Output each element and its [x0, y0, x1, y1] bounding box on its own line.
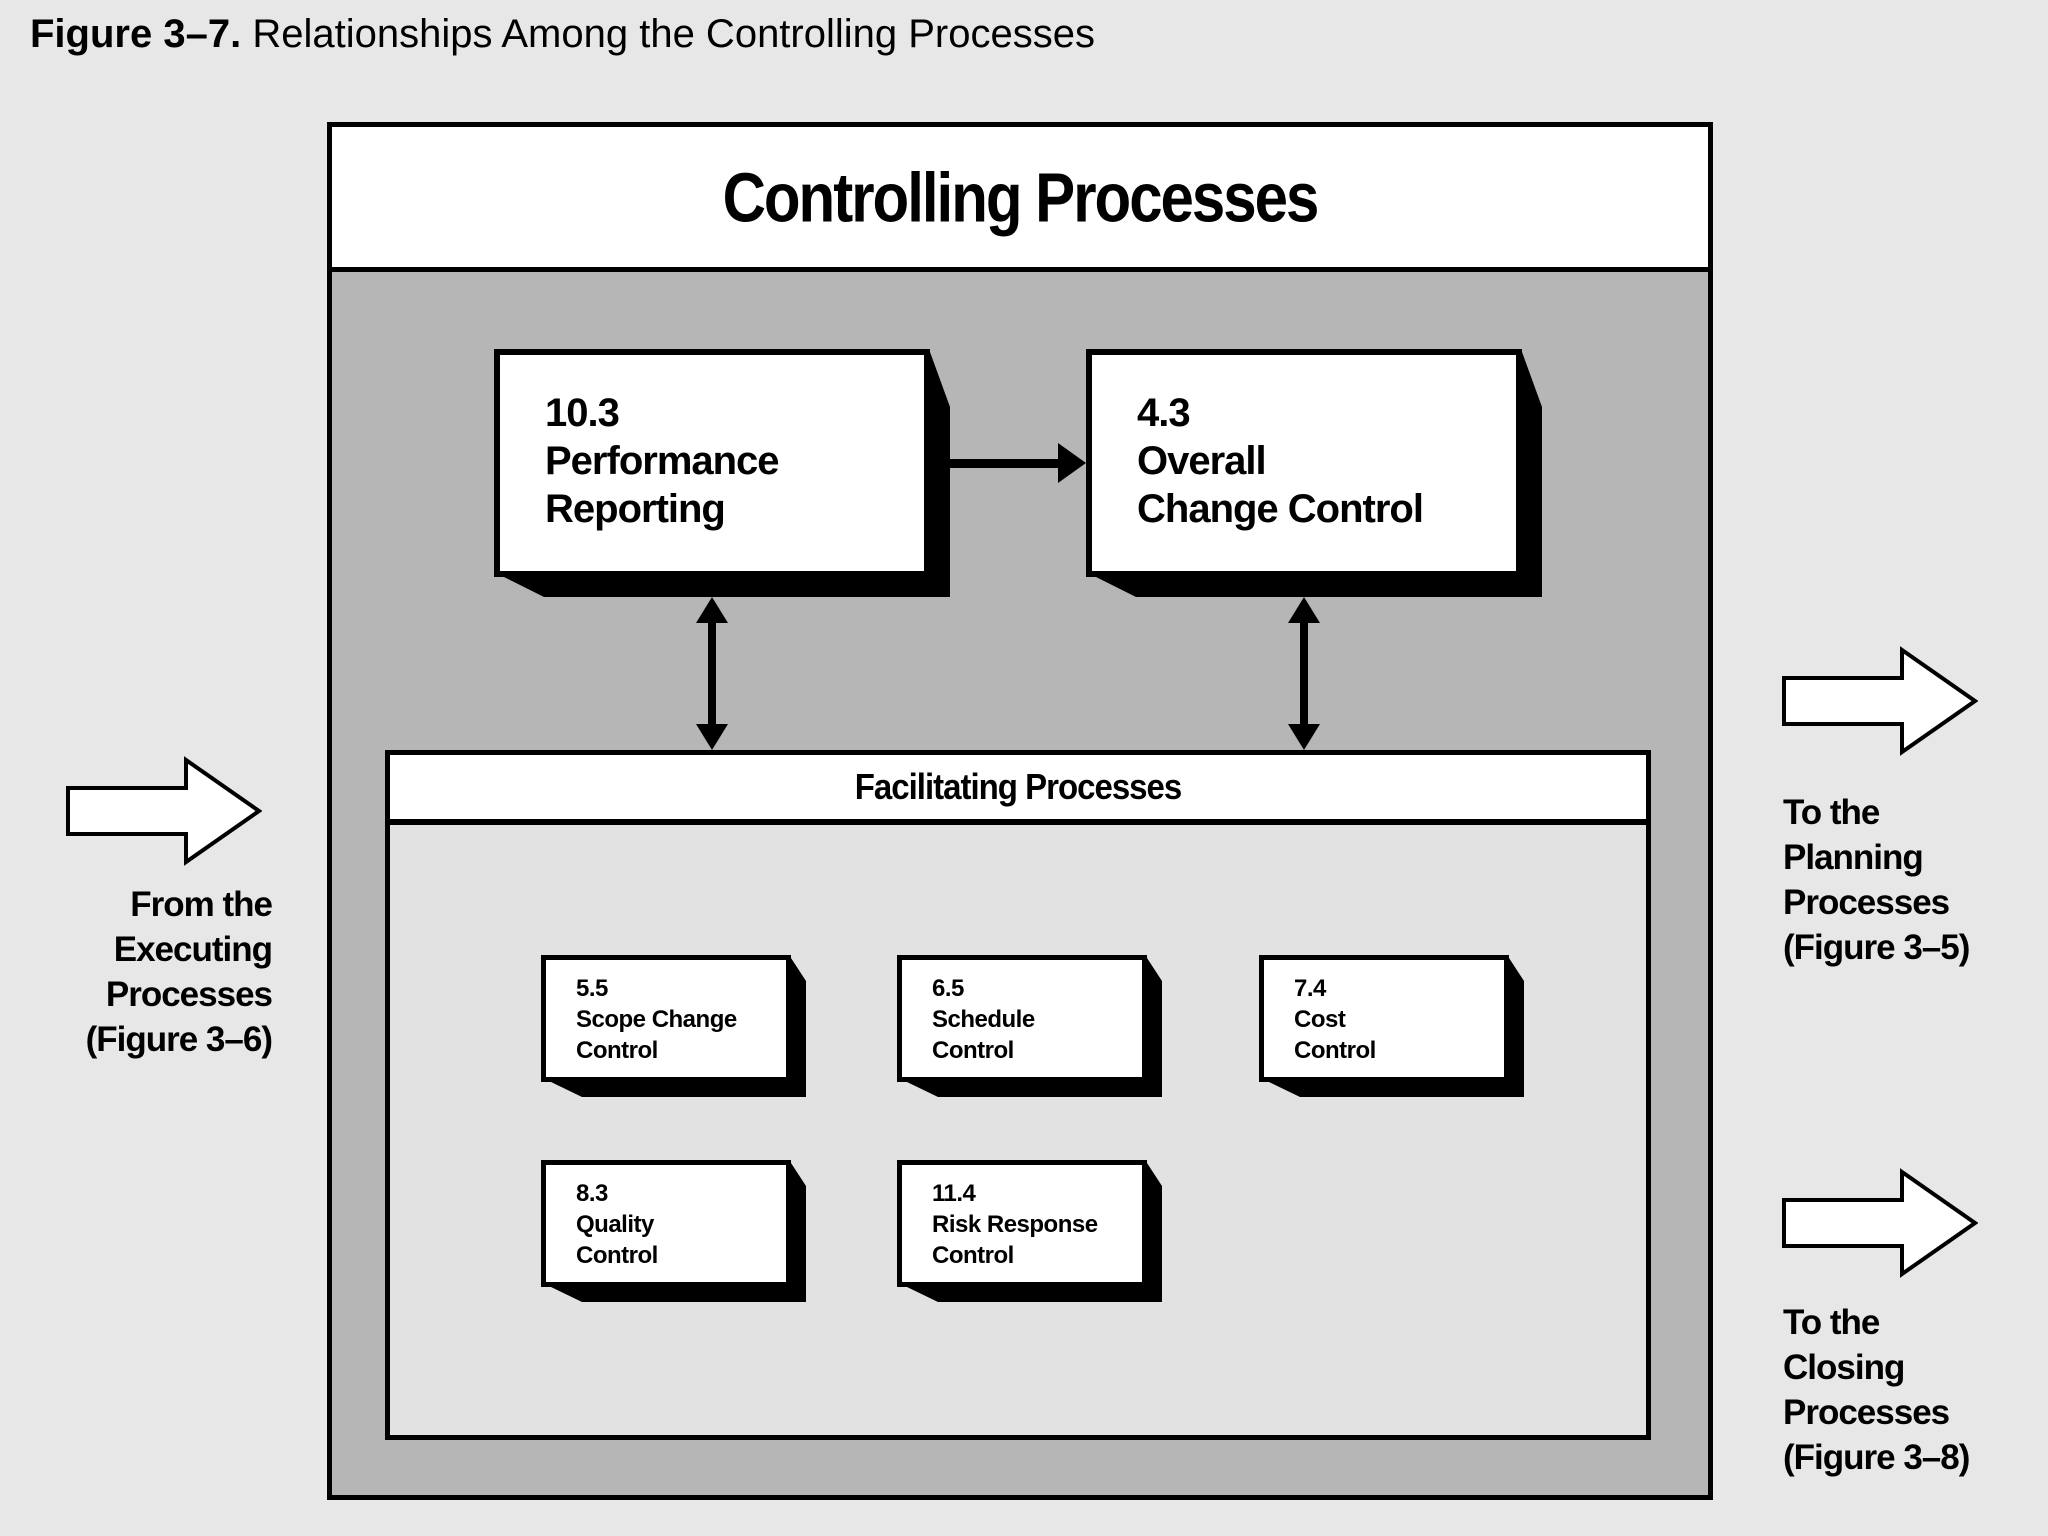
- process-name-line: Schedule: [932, 1006, 1035, 1033]
- to-planning-arrow-icon: [1782, 646, 1978, 756]
- process-name-line: Control: [932, 1242, 1014, 1269]
- to-planning-label: To the Planning Processes (Figure 3–5): [1783, 793, 1970, 967]
- process-name-line: Overall: [1137, 439, 1267, 483]
- double-arrow-change-facilitating-icon: [1288, 597, 1320, 750]
- process-name-line: Cost: [1294, 1006, 1346, 1033]
- process-number: 6.5: [932, 975, 964, 1002]
- figure-caption-text: Relationships Among the Controlling Proc…: [241, 12, 1095, 56]
- process-box-overall-change-control: 4.3 Overall Change Control: [1086, 349, 1522, 577]
- controlling-processes-header: Controlling Processes: [332, 127, 1708, 272]
- facilitating-processes-container: Facilitating Processes 5.5 Scope Change …: [385, 750, 1651, 1440]
- process-box-risk-response-control: 11.4 Risk Response Control: [897, 1160, 1147, 1287]
- process-box-performance-reporting: 10.3 Performance Reporting: [494, 349, 930, 577]
- process-name-line: Control: [932, 1037, 1014, 1064]
- process-box-scope-change-control: 5.5 Scope Change Control: [541, 955, 791, 1082]
- process-name-line: Performance: [545, 439, 780, 483]
- process-number: 11.4: [932, 1180, 976, 1207]
- double-arrow-performance-facilitating-icon: [696, 597, 728, 750]
- process-box-schedule-control: 6.5 Schedule Control: [897, 955, 1147, 1082]
- process-name-line: Risk Response: [932, 1211, 1098, 1238]
- controlling-processes-container: Controlling Processes 10.3 Performance R…: [327, 122, 1713, 1500]
- process-name-line: Quality: [576, 1211, 654, 1238]
- process-box-cost-control: 7.4 Cost Control: [1259, 955, 1509, 1082]
- process-name-line: Control: [1294, 1037, 1376, 1064]
- process-name-line: Change Control: [1137, 487, 1424, 531]
- process-name-line: Control: [576, 1037, 658, 1064]
- process-number: 10.3: [545, 391, 620, 435]
- facilitating-processes-body: 5.5 Scope Change Control 6.5 Schedule Co…: [390, 825, 1646, 1435]
- process-name-line: Control: [576, 1242, 658, 1269]
- to-closing-label: To the Closing Processes (Figure 3–8): [1783, 1303, 1970, 1477]
- process-number: 4.3: [1137, 391, 1191, 435]
- figure-caption: Figure 3–7. Relationships Among the Cont…: [30, 12, 1095, 57]
- process-number: 7.4: [1294, 975, 1326, 1002]
- from-executing-label: From the Executing Processes (Figure 3–6…: [85, 885, 273, 1059]
- to-closing-arrow-icon: [1782, 1168, 1978, 1278]
- controlling-processes-title: Controlling Processes: [722, 158, 1320, 236]
- controlling-processes-body: 10.3 Performance Reporting 4.3 Overall C…: [332, 272, 1708, 1495]
- arrow-performance-to-change-icon: [950, 443, 1086, 483]
- from-executing-arrow-icon: [66, 756, 262, 866]
- process-number: 5.5: [576, 975, 608, 1002]
- process-name-line: Scope Change: [576, 1006, 737, 1033]
- process-name-line: Reporting: [545, 487, 726, 531]
- facilitating-processes-header: Facilitating Processes: [390, 755, 1646, 825]
- facilitating-processes-title: Facilitating Processes: [854, 766, 1182, 807]
- process-number: 8.3: [576, 1180, 608, 1207]
- figure-caption-label: Figure 3–7.: [30, 12, 242, 56]
- process-box-quality-control: 8.3 Quality Control: [541, 1160, 791, 1287]
